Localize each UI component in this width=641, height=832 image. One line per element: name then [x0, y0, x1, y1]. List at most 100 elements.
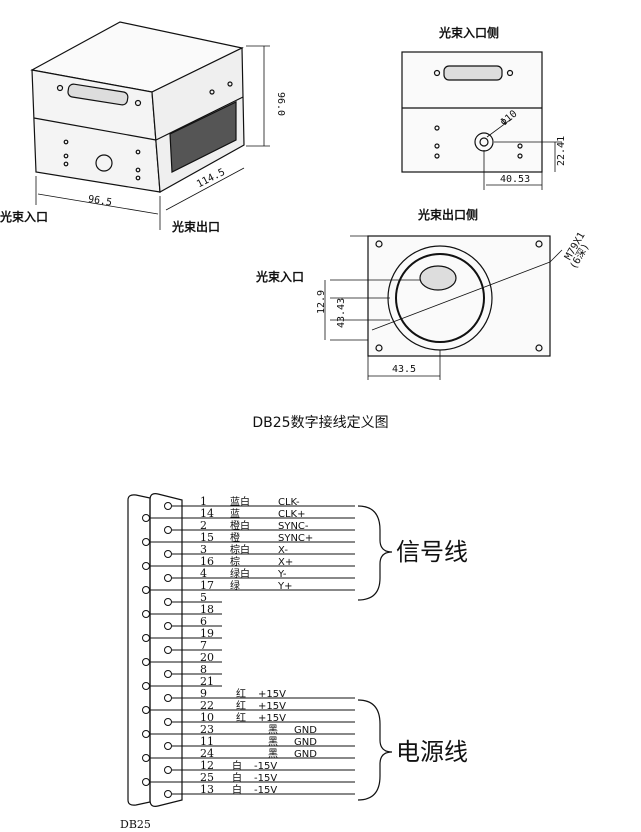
group-signal-label: 信号线: [396, 538, 468, 566]
label-outlet-side-beam-in: 光束入口: [256, 270, 305, 284]
pin-contact: [164, 694, 172, 702]
pin-number: 6: [200, 615, 207, 628]
pin-wire-color: 白: [232, 771, 242, 784]
pin-signal: X+: [278, 557, 293, 568]
pin-wire-color: 黑: [268, 736, 278, 748]
outlet-side-body: [367, 235, 551, 357]
pin-number: 23: [200, 723, 214, 736]
pin-contact: [142, 538, 150, 546]
pin-contact: [164, 766, 172, 774]
connector-label: DB25: [120, 818, 151, 831]
pin-contact: [164, 622, 172, 630]
label-inlet-side-title: 光束入口侧: [439, 26, 500, 40]
isometric-view: 96.5 114.5 96.0 Φ10 22.41 40.53: [30, 21, 592, 380]
pin-number: 15: [200, 531, 214, 544]
pin-number: 8: [200, 663, 207, 676]
pin-number: 1: [200, 495, 207, 508]
pin-number: 7: [200, 639, 207, 652]
pin-contact: [164, 574, 172, 582]
pin-wire-color: 红: [236, 687, 246, 700]
pin-row: 23 黑 GND: [142, 723, 355, 738]
pin-contact: [164, 646, 172, 654]
pin-row: 9 红 +15V: [164, 687, 355, 702]
dim-43-43: 43.43: [336, 298, 347, 328]
pin-contact: [164, 550, 172, 558]
pin-contact: [164, 790, 172, 798]
pin-signal: +15V: [258, 689, 286, 700]
pin-wire-color: 棕白: [230, 543, 250, 556]
pin-wire-color: 绿白: [230, 567, 250, 580]
dim-12-9: 12.9: [316, 290, 327, 314]
pin-number: 4: [200, 567, 207, 580]
pin-signal: GND: [294, 737, 317, 748]
pin-number: 16: [200, 555, 214, 568]
pin-signal: CLK-: [278, 497, 300, 508]
dim-height: 96.0: [275, 92, 286, 116]
pin-signal: SYNC+: [278, 533, 313, 544]
pin-wire-color: 黑: [268, 724, 278, 736]
pin-number: 3: [200, 543, 207, 556]
pin-row: 16 棕 X+: [142, 555, 355, 570]
pin-signal: +15V: [258, 713, 286, 724]
pin-number: 2: [200, 519, 207, 532]
signal-brace: [357, 505, 393, 601]
pin-contact: [142, 514, 150, 522]
pin-row: 5: [164, 591, 222, 606]
pin-contact: [142, 682, 150, 690]
pin-wire-color: 红: [236, 699, 246, 712]
pin-number: 20: [200, 651, 214, 664]
pin-contact: [142, 610, 150, 618]
pin-wire-color: 棕: [230, 555, 240, 568]
pin-signal: Y-: [277, 569, 287, 580]
label-beam-inlet-front: 光束入口: [0, 210, 49, 224]
pin-wire-color: 橙白: [230, 519, 250, 532]
pin-wire-color: 橙: [230, 531, 240, 544]
pin-number: 9: [200, 687, 207, 700]
pin-contact: [164, 670, 172, 678]
pin-number: 5: [200, 591, 207, 604]
pin-contact: [164, 502, 172, 510]
pin-wire-color: 蓝: [230, 508, 240, 520]
pin-contact: [142, 706, 150, 714]
dim-43-5: 43.5: [392, 364, 416, 375]
pin-row: 8: [164, 663, 222, 678]
pin-contact: [142, 562, 150, 570]
pin-signal: +15V: [258, 701, 286, 712]
pin-signal: GND: [294, 749, 317, 760]
pin-contact: [142, 754, 150, 762]
pin-wire-color: 红: [236, 711, 246, 724]
pin-number: 12: [200, 759, 214, 772]
dim-offset-x: 40.53: [500, 174, 530, 185]
pin-wire-color: 白: [232, 783, 242, 796]
pin-number: 17: [200, 579, 214, 592]
pin-number: 13: [200, 783, 214, 796]
dim-width: 96.5: [87, 194, 113, 209]
pin-number: 18: [200, 603, 214, 616]
pin-signal: X-: [278, 545, 288, 556]
pin-signal: CLK+: [278, 509, 306, 520]
pin-contact: [164, 718, 172, 726]
pin-contact: [142, 658, 150, 666]
pin-wire-color: 蓝白: [230, 495, 250, 508]
pin-row: 19: [142, 627, 222, 642]
pin-row: 3 棕白 X-: [164, 543, 355, 558]
db25-connector-shell: [149, 493, 183, 807]
pin-signal: GND: [294, 725, 317, 736]
pin-row: 1 蓝白 CLK-: [164, 495, 355, 510]
pin-row: 7: [164, 639, 222, 654]
pin-wire-color: 绿: [230, 579, 240, 592]
pin-contact: [164, 526, 172, 534]
label-outlet-side-title: 光束出口侧: [418, 208, 479, 222]
pin-number: 21: [200, 675, 214, 688]
pin-wire-color: 白: [232, 759, 242, 772]
pin-contact: [164, 742, 172, 750]
